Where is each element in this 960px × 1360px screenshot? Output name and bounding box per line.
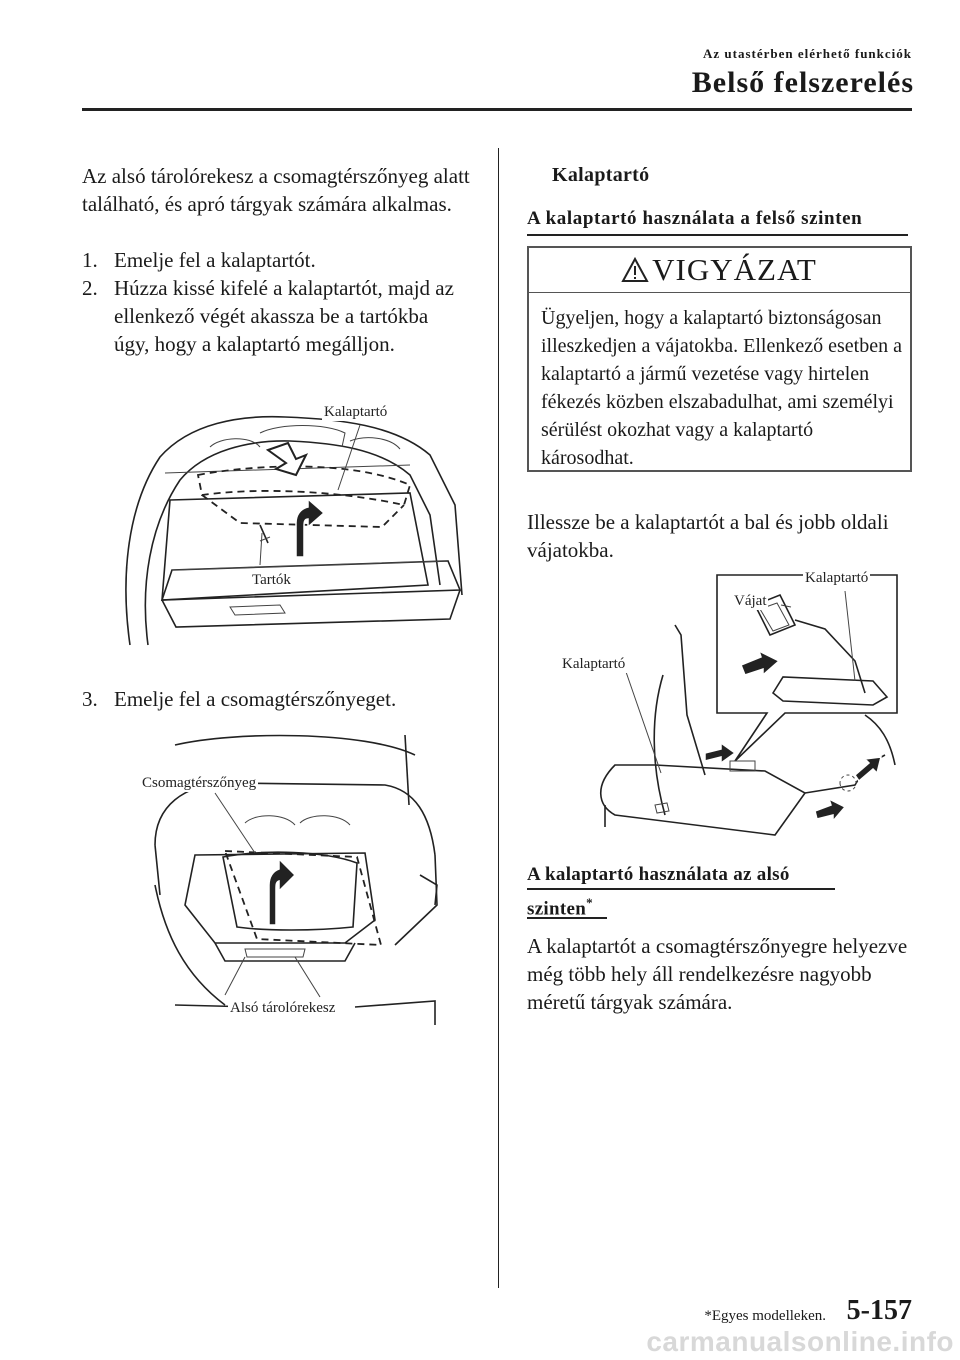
subhead-underline xyxy=(527,917,607,919)
subhead-underline xyxy=(527,888,835,890)
warning-title: VIGYÁZAT xyxy=(652,252,817,287)
step-1: 1. Emelje fel a kalaptartót. xyxy=(82,246,482,274)
step-text: Emelje fel a kalaptartót. xyxy=(114,248,316,272)
footnote-star: * xyxy=(586,895,593,910)
figure-cargo-mat-raised xyxy=(154,734,438,1025)
footnote: *Egyes modelleken. xyxy=(704,1308,826,1324)
callout-vajat: Vájat xyxy=(732,593,769,610)
warning-body: Ügyeljen, hogy a kalaptartó biztonságosa… xyxy=(541,307,902,469)
step-text: Emelje fel a csomagtérszőnyeget. xyxy=(114,687,397,711)
lower-level-paragraph: A kalaptartót a csomagtérszőnyegre helye… xyxy=(527,934,908,1014)
subhead-underline xyxy=(527,234,908,236)
step-2: 2. Húzza kissé kifelé a kalaptartót, maj… xyxy=(82,274,482,386)
step-number: 2. xyxy=(82,276,98,300)
callout-csomagterszonyeg: Csomagtérszőnyeg xyxy=(140,775,259,792)
step-text: Húzza kissé kifelé a kalaptartót, majd a… xyxy=(114,276,454,356)
groove-paragraph: Illessze be a kalaptartót a bal és jobb … xyxy=(527,510,889,562)
section-subtitle: Az utastérben elérhető funkciók xyxy=(702,46,912,61)
step-number: 3. xyxy=(82,687,98,711)
callout-kalaptarto-left: Kalaptartó xyxy=(560,656,628,673)
callout-kalaptarto-right: Kalaptartó xyxy=(803,570,871,587)
step-3: 3. Emelje fel a csomagtérszőnyeget. xyxy=(82,685,482,713)
warning-header: VIGYÁZAT xyxy=(529,248,910,293)
watermark: carmanualsonline.info xyxy=(646,1326,954,1357)
subsection-title: Kalaptartó xyxy=(552,164,650,186)
figure-cargo-cover-raised xyxy=(125,415,463,646)
subhead-text: szinten xyxy=(527,898,587,920)
header-rule xyxy=(82,108,912,111)
callout-tartok: Tartók xyxy=(250,572,293,589)
section-title: Belső felszerelés xyxy=(691,66,914,99)
callout-also-tarolorekesz: Alsó tárolórekesz xyxy=(228,1000,338,1017)
warning-box: VIGYÁZAT Ügyeljen, hogy a kalaptartó biz… xyxy=(527,246,912,472)
page-number: 5-157 xyxy=(846,1295,912,1326)
subhead-lower-level: A kalaptartó használata az alsó xyxy=(527,864,790,885)
figure-cover-in-grooves xyxy=(600,574,898,836)
warning-triangle-icon xyxy=(621,256,649,282)
subhead-upper-level: A kalaptartó használata a felső szinten xyxy=(527,208,863,229)
subhead-lower-level-cont: szinten* xyxy=(527,890,593,922)
step-number: 1. xyxy=(82,248,98,272)
intro-paragraph: Az alsó tárolórekesz a csomagtérszőnyeg … xyxy=(82,164,470,216)
callout-kalaptarto: Kalaptartó xyxy=(322,404,390,421)
column-divider xyxy=(498,148,499,1288)
